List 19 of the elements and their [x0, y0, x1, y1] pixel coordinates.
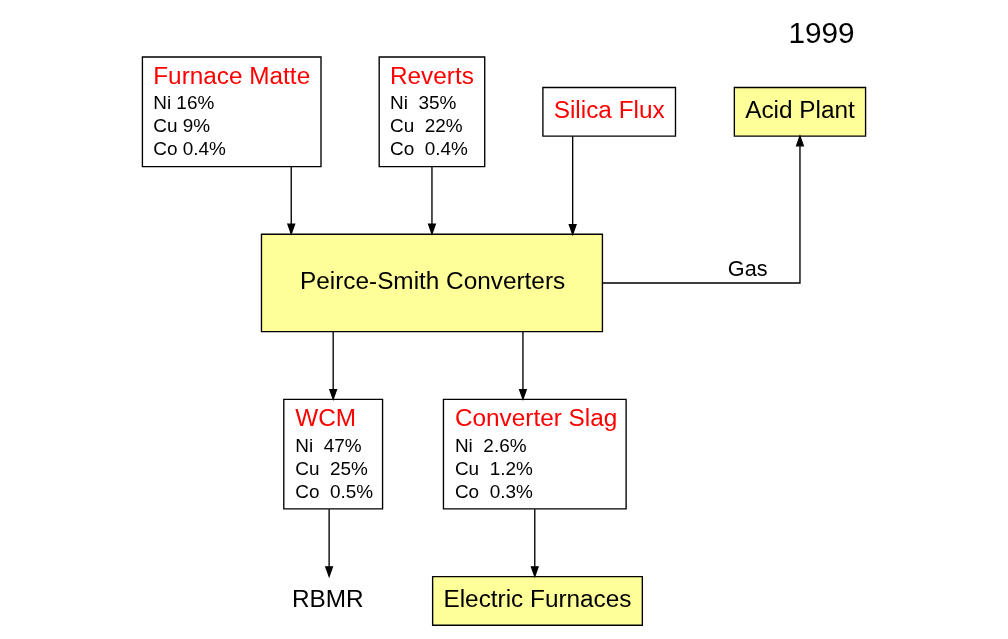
node-text: RBMR: [291, 584, 364, 612]
node-box: WCM Ni 47% Cu 25% Co 0.5%: [283, 398, 384, 510]
node-box: Converter Slag Ni 2.6% Cu 1.2% Co 0.3%: [442, 398, 627, 510]
arrow: [601, 134, 805, 284]
arrow: [427, 166, 437, 236]
arrow: [530, 508, 540, 579]
arrow: [324, 508, 334, 579]
arrow: [568, 135, 577, 237]
node-box: Electric Furnaces: [431, 575, 643, 626]
edge-label: Gas: [727, 255, 768, 281]
node-box: Peirce-Smith Converters: [260, 233, 604, 333]
node-box: Furnace Matte Ni 16% Cu 9% Co 0.4%: [141, 56, 322, 168]
arrow: [328, 331, 338, 402]
node-box: Reverts Ni 35% Cu 22% Co 0.4%: [378, 56, 486, 168]
diagram-title: 1999: [788, 15, 855, 49]
arrow: [286, 166, 296, 236]
node-box: Silica Flux: [542, 86, 677, 137]
arrow: [518, 331, 528, 402]
node-box: Acid Plant: [733, 86, 867, 137]
